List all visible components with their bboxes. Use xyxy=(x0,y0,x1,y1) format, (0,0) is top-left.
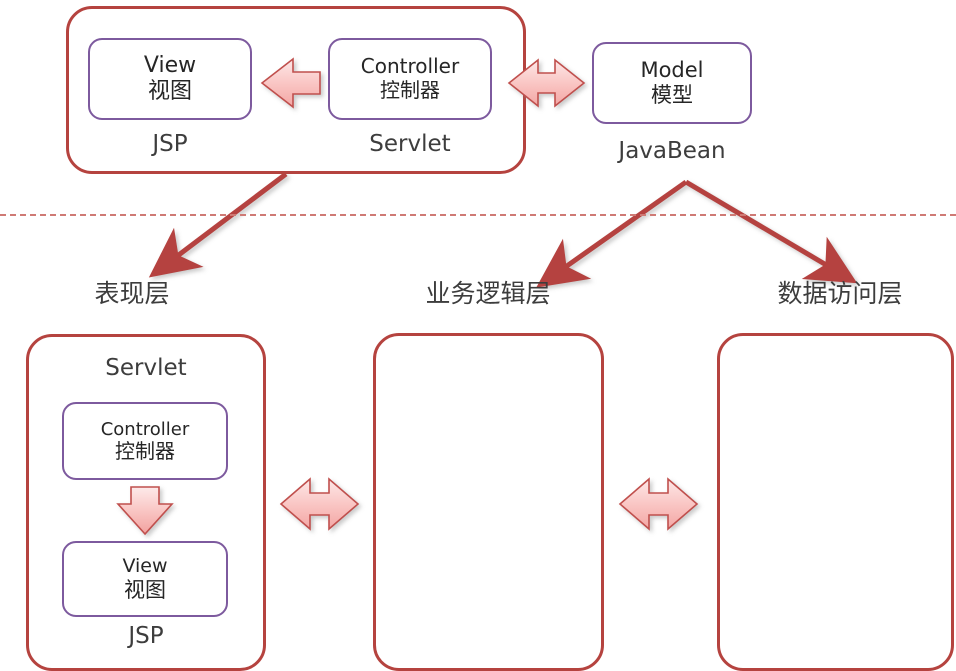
view-box-bottom-line1: View xyxy=(122,555,168,578)
data-layer-box xyxy=(717,333,954,671)
controller-box-bottom-line2: 控制器 xyxy=(115,438,175,463)
arrow-to-business-layer xyxy=(536,179,688,288)
view-caption-top: JSP xyxy=(152,131,188,157)
view-box-bottom: View 视图 xyxy=(62,541,228,617)
controller-box-top-line1: Controller xyxy=(360,54,460,79)
layer-divider-dashed-line xyxy=(0,214,956,216)
double-arrow-presentation-to-business xyxy=(279,477,360,531)
layer-label-business-logic: 业务逻辑层 xyxy=(425,279,551,308)
controller-box-top-line2: 控制器 xyxy=(380,78,440,102)
view-box-top: View 视图 xyxy=(88,38,252,120)
arrow-to-data-layer xyxy=(684,179,858,284)
view-box-top-line1: View xyxy=(143,53,197,79)
controller-box-bottom-line1: Controller xyxy=(100,418,190,440)
controller-caption-top: Servlet xyxy=(369,131,451,157)
controller-box-bottom: Controller 控制器 xyxy=(62,402,228,480)
model-box: Model 模型 xyxy=(592,42,752,124)
presentation-box-footer: JSP xyxy=(128,623,164,649)
mapping-arrow-group xyxy=(148,172,858,288)
model-box-line2: 模型 xyxy=(651,83,693,107)
model-caption: JavaBean xyxy=(618,138,726,164)
view-box-top-line2: 视图 xyxy=(147,79,192,104)
view-box-bottom-line2: 视图 xyxy=(124,577,166,602)
controller-box-top: Controller 控制器 xyxy=(328,38,492,120)
double-arrow-business-to-data xyxy=(618,477,699,531)
layer-label-presentation: 表现层 xyxy=(94,279,170,308)
presentation-layer-box xyxy=(26,334,266,671)
model-box-line1: Model xyxy=(640,58,704,83)
layer-label-data-access: 数据访问层 xyxy=(777,279,903,308)
business-layer-box xyxy=(373,333,604,671)
presentation-box-header: Servlet xyxy=(105,355,187,381)
